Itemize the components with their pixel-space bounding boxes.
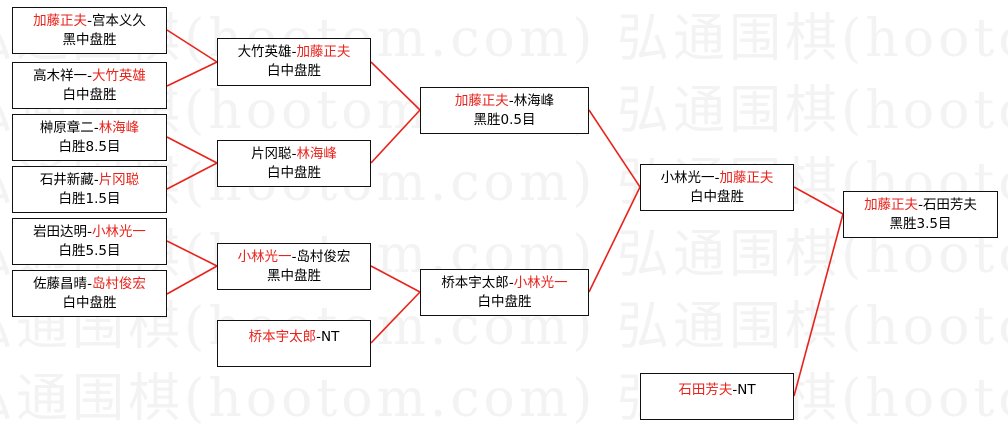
player-name: 小林光一 (237, 249, 292, 265)
match-result: 白中盘胜 (477, 294, 532, 310)
player-name: 片冈聪 (98, 172, 140, 188)
player-name: 加藤正夫 (33, 13, 88, 29)
match-separator: - (732, 382, 738, 398)
connector-line (370, 61, 421, 111)
connector-line (793, 213, 844, 397)
player-name: 佐藤昌晴 (33, 276, 88, 292)
match-result: 黑中盘胜 (62, 32, 117, 48)
match-separator: - (291, 146, 297, 162)
match-separator: - (918, 197, 923, 213)
match-box: 桥本宇太郎-NT (217, 320, 371, 367)
match-separator: - (93, 120, 99, 136)
player-name: 小林光一 (660, 170, 715, 186)
match-box: 大竹英雄-加藤正夫 白中盘胜 (217, 38, 371, 86)
connector-line (166, 240, 218, 267)
match-separator: - (87, 68, 92, 84)
connector-line (166, 162, 218, 190)
match-result: 白中盘胜 (62, 295, 117, 311)
connector-line (370, 109, 421, 164)
player-name: 石田芳夫 (678, 382, 733, 398)
connector-line (166, 61, 218, 87)
player-name: 岩田达明 (33, 224, 88, 240)
player-name: 宫本义久 (91, 13, 146, 29)
match-separator: - (508, 275, 514, 291)
match-separator: - (291, 249, 297, 265)
connector-line (588, 109, 641, 188)
match-separator: - (87, 13, 92, 29)
player-name: NT (737, 382, 756, 398)
final-match-box: 加藤正夫-石田芳夫 黑胜3.5目 (843, 191, 998, 238)
match-separator: - (93, 172, 99, 188)
match-box: 小林光一-加藤正夫 白中盘胜 (640, 164, 794, 211)
match-separator: - (508, 93, 514, 109)
player-name: 大竹英雄 (91, 68, 146, 84)
connector-line (166, 265, 218, 295)
match-result: 白中盘胜 (267, 165, 321, 181)
connector-line (370, 291, 421, 344)
connector-line (166, 29, 218, 63)
match-box: 小林光一-岛村俊宏 黑中盘胜 (217, 243, 371, 290)
match-separator: - (714, 170, 720, 186)
match-separator: - (291, 44, 297, 60)
player-name: 大竹英雄 (237, 44, 292, 60)
connector-line (166, 136, 218, 164)
match-box: 佐藤昌晴-岛村俊宏 白中盘胜 (12, 270, 167, 317)
match-result: 白胜5.5目 (58, 243, 121, 259)
match-result: 白中盘胜 (267, 63, 321, 79)
player-name: 加藤正夫 (454, 93, 509, 109)
player-name: 加藤正夫 (864, 197, 919, 213)
player-name: 林海峰 (98, 120, 140, 136)
player-name: 小林光一 (91, 224, 146, 240)
match-result: 白胜1.5目 (58, 191, 121, 207)
match-box: 岩田达明-小林光一 白胜5.5目 (12, 218, 167, 265)
match-result: 黑胜0.5目 (473, 112, 536, 128)
match-separator: - (87, 224, 92, 240)
player-name: 岛村俊宏 (296, 249, 351, 265)
player-name: 加藤正夫 (719, 170, 774, 186)
player-name: 林海峰 (296, 146, 337, 162)
connector-line (793, 186, 844, 215)
match-box: 片冈聪-林海峰 白中盘胜 (217, 140, 371, 187)
connector-line (588, 186, 641, 293)
player-name: 片冈聪 (251, 146, 292, 162)
match-box: 石井新藏-片冈聪 白胜1.5目 (12, 166, 167, 213)
match-result: 白胜8.5目 (58, 139, 121, 155)
player-name: 小林光一 (513, 275, 568, 291)
connector-line (370, 265, 421, 293)
player-name: 石田芳夫 (922, 197, 977, 213)
match-result: 黑中盘胜 (267, 268, 321, 284)
match-result: 黑胜3.5目 (889, 216, 952, 232)
player-name: 桥本宇太郎 (248, 329, 317, 345)
player-name: 林海峰 (513, 93, 555, 109)
match-result: 白中盘胜 (62, 87, 117, 103)
player-name: 高木祥一 (33, 68, 88, 84)
player-name: 岛村俊宏 (91, 276, 146, 292)
player-name: 桥本宇太郎 (441, 275, 509, 291)
match-box: 高木祥一-大竹英雄 白中盘胜 (12, 62, 167, 109)
player-name: 石井新藏 (39, 172, 94, 188)
match-result: 白中盘胜 (690, 189, 744, 205)
match-separator: - (316, 329, 321, 345)
match-box: 桥本宇太郎-小林光一 白中盘胜 (420, 269, 589, 316)
match-separator: - (87, 276, 92, 292)
player-name: 加藤正夫 (296, 44, 351, 60)
match-box: 加藤正夫-宫本义久 黑中盘胜 (12, 7, 167, 54)
match-box: 加藤正夫-林海峰 黑胜0.5目 (420, 87, 589, 134)
match-box: 石田芳夫-NT (640, 373, 794, 420)
match-box: 榊原章二-林海峰 白胜8.5目 (12, 114, 167, 161)
player-name: 榊原章二 (39, 120, 94, 136)
player-name: NT (321, 329, 340, 345)
